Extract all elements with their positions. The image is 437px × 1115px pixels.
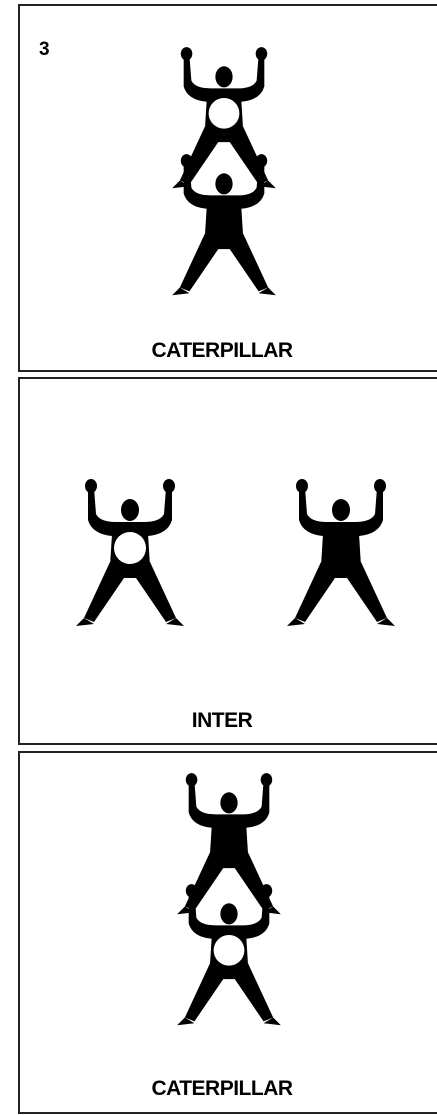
person-right-solid-icon (287, 479, 395, 626)
frame-1-figures (172, 47, 276, 295)
frame-3-figures (177, 773, 281, 1025)
person-bottom-solid-icon (172, 154, 276, 295)
frame-2-figures (76, 479, 395, 626)
person-bottom-circle-icon (177, 884, 281, 1025)
person-left-circle-icon (76, 479, 184, 626)
